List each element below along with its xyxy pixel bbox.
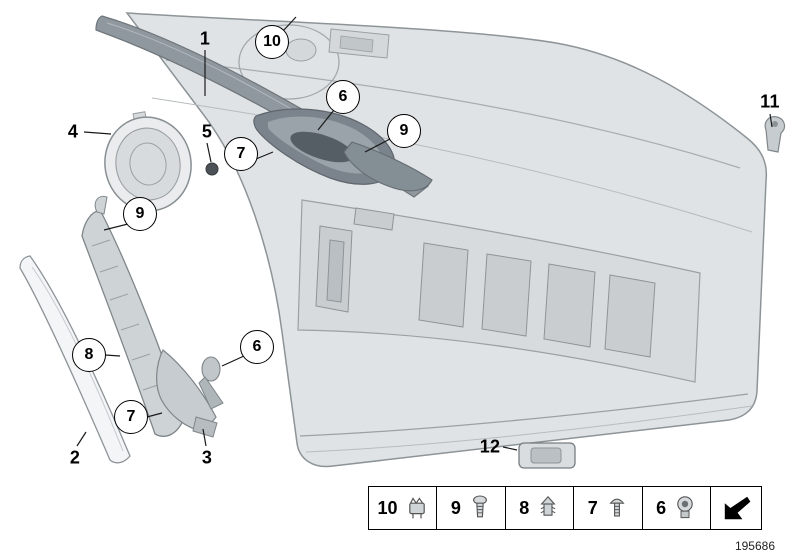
- bracket-part3: [156, 349, 217, 433]
- fastener-part5: [205, 162, 219, 176]
- callout-9-b[interactable]: 9: [123, 197, 157, 231]
- stud-part6: [201, 356, 221, 382]
- callout-6-b[interactable]: 6: [240, 330, 274, 364]
- next-diagram-button[interactable]: [710, 486, 763, 530]
- fastener-legend: 10 9 8 7: [368, 486, 763, 530]
- callout-3[interactable]: 3: [201, 447, 213, 468]
- legend-item-number: 10: [377, 497, 398, 518]
- continue-arrow-icon: [724, 496, 751, 520]
- legend-item-number: 7: [587, 497, 598, 518]
- document-number: 195686: [734, 539, 775, 553]
- callout-5[interactable]: 5: [201, 121, 213, 142]
- callout-11[interactable]: 11: [760, 91, 780, 112]
- callout-1[interactable]: 1: [199, 28, 211, 49]
- leader-lines: [76, 16, 773, 451]
- callout-4[interactable]: 4: [67, 121, 79, 142]
- callout-9-a[interactable]: 9: [387, 114, 421, 148]
- legend-item-9[interactable]: 9: [436, 486, 507, 530]
- legend-item-6[interactable]: 6: [641, 486, 712, 530]
- legend-item-10[interactable]: 10: [368, 486, 438, 530]
- callout-12[interactable]: 12: [479, 436, 501, 457]
- legend-item-8[interactable]: 8: [504, 486, 575, 530]
- grommet-icon: [677, 496, 693, 519]
- screw-icon: [472, 495, 487, 518]
- clip-part11: [764, 116, 786, 153]
- callout-2[interactable]: 2: [69, 447, 81, 468]
- callout-7-b[interactable]: 7: [114, 400, 148, 434]
- armrest-part9: [343, 141, 433, 192]
- clip-icon: [408, 497, 425, 519]
- legend-item-number: 6: [656, 497, 667, 518]
- callout-10[interactable]: 10: [255, 25, 289, 59]
- callout-8[interactable]: 8: [72, 338, 106, 372]
- callout-7-a[interactable]: 7: [224, 137, 258, 171]
- legend-item-number: 9: [450, 497, 461, 518]
- callout-6-a[interactable]: 6: [326, 80, 360, 114]
- oval-screw-icon: [609, 498, 625, 517]
- legend-item-7[interactable]: 7: [573, 486, 644, 530]
- expanding-clip-icon: [540, 495, 556, 516]
- legend-item-number: 8: [519, 497, 530, 518]
